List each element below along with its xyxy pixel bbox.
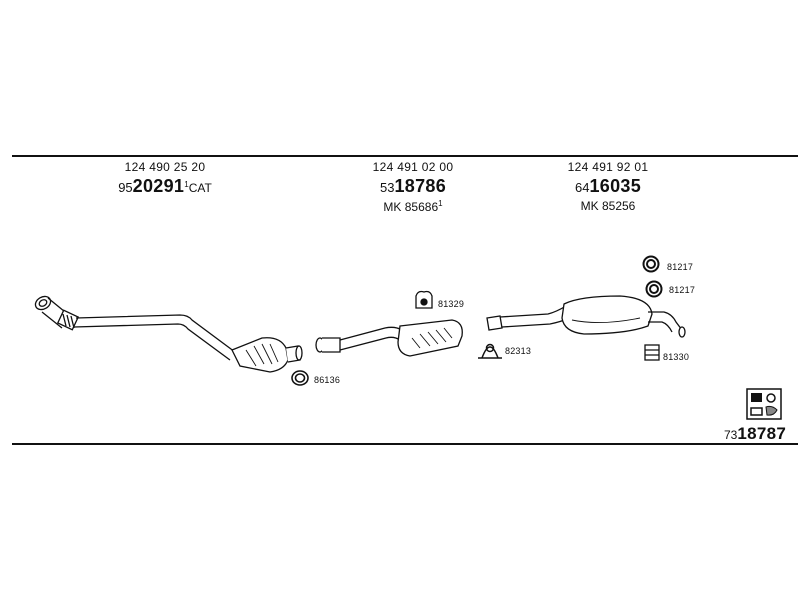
section-middle-silencer: 124 491 02 00 5318786 MK 856861 — [343, 160, 483, 214]
clamp-label[interactable]: 81330 — [663, 352, 690, 362]
kit-number: MK 85686 — [383, 200, 439, 214]
ring-drawing-second[interactable] — [645, 280, 663, 298]
mount-drawing[interactable] — [415, 290, 433, 309]
oem-number: 124 490 25 20 — [124, 160, 206, 174]
hanger-label[interactable]: 82313 — [505, 346, 532, 356]
total-main: 18787 — [737, 424, 787, 443]
catalytic-converter-drawing[interactable] — [231, 337, 303, 373]
part-number[interactable]: 6416035 — [538, 176, 678, 197]
gasket-label[interactable]: 86136 — [314, 375, 341, 385]
part-prefix: 64 — [574, 180, 590, 195]
oem-number: 124 491 92 01 — [567, 160, 649, 174]
kit-box-icon[interactable] — [746, 388, 782, 420]
front-pipe-drawing[interactable] — [33, 294, 236, 361]
part-suffix-text: CAT — [188, 181, 212, 195]
part-main: 16035 — [589, 176, 642, 196]
rear-silencer-drawing[interactable] — [486, 295, 686, 338]
section-catalyst: 124 490 25 20 95202911CAT — [95, 160, 235, 197]
part-suffix-sup: 1 — [184, 180, 189, 189]
kit-sup: 1 — [438, 199, 443, 208]
bottom-rule — [12, 443, 798, 445]
mounting-kit[interactable]: MK 856861 — [343, 199, 483, 214]
ring-drawing-top[interactable] — [642, 255, 660, 273]
part-prefix: 95 — [118, 180, 133, 195]
part-prefix: 53 — [379, 180, 395, 195]
mount-label[interactable]: 81329 — [438, 299, 465, 309]
total-prefix: 73 — [724, 428, 738, 442]
part-main: 20291 — [132, 176, 185, 196]
section-rear-silencer: 124 491 92 01 6416035 MK 85256 — [538, 160, 678, 213]
top-rule — [12, 155, 798, 157]
mounting-kit[interactable]: MK 85256 — [580, 199, 636, 213]
hanger-drawing[interactable] — [478, 343, 502, 359]
part-main: 18786 — [394, 176, 447, 196]
part-number[interactable]: 95202911CAT — [95, 176, 235, 197]
total-kit-number[interactable]: 7318787 — [724, 424, 786, 444]
gasket-drawing[interactable] — [291, 370, 309, 386]
part-number[interactable]: 5318786 — [343, 176, 483, 197]
part-suffix: 1CAT — [184, 180, 212, 195]
ring-label-top[interactable]: 81217 — [667, 262, 694, 272]
clamp-drawing[interactable] — [644, 344, 660, 361]
middle-silencer-drawing[interactable] — [315, 319, 463, 357]
ring-label-second[interactable]: 81217 — [669, 285, 696, 295]
oem-number: 124 491 02 00 — [372, 160, 454, 174]
